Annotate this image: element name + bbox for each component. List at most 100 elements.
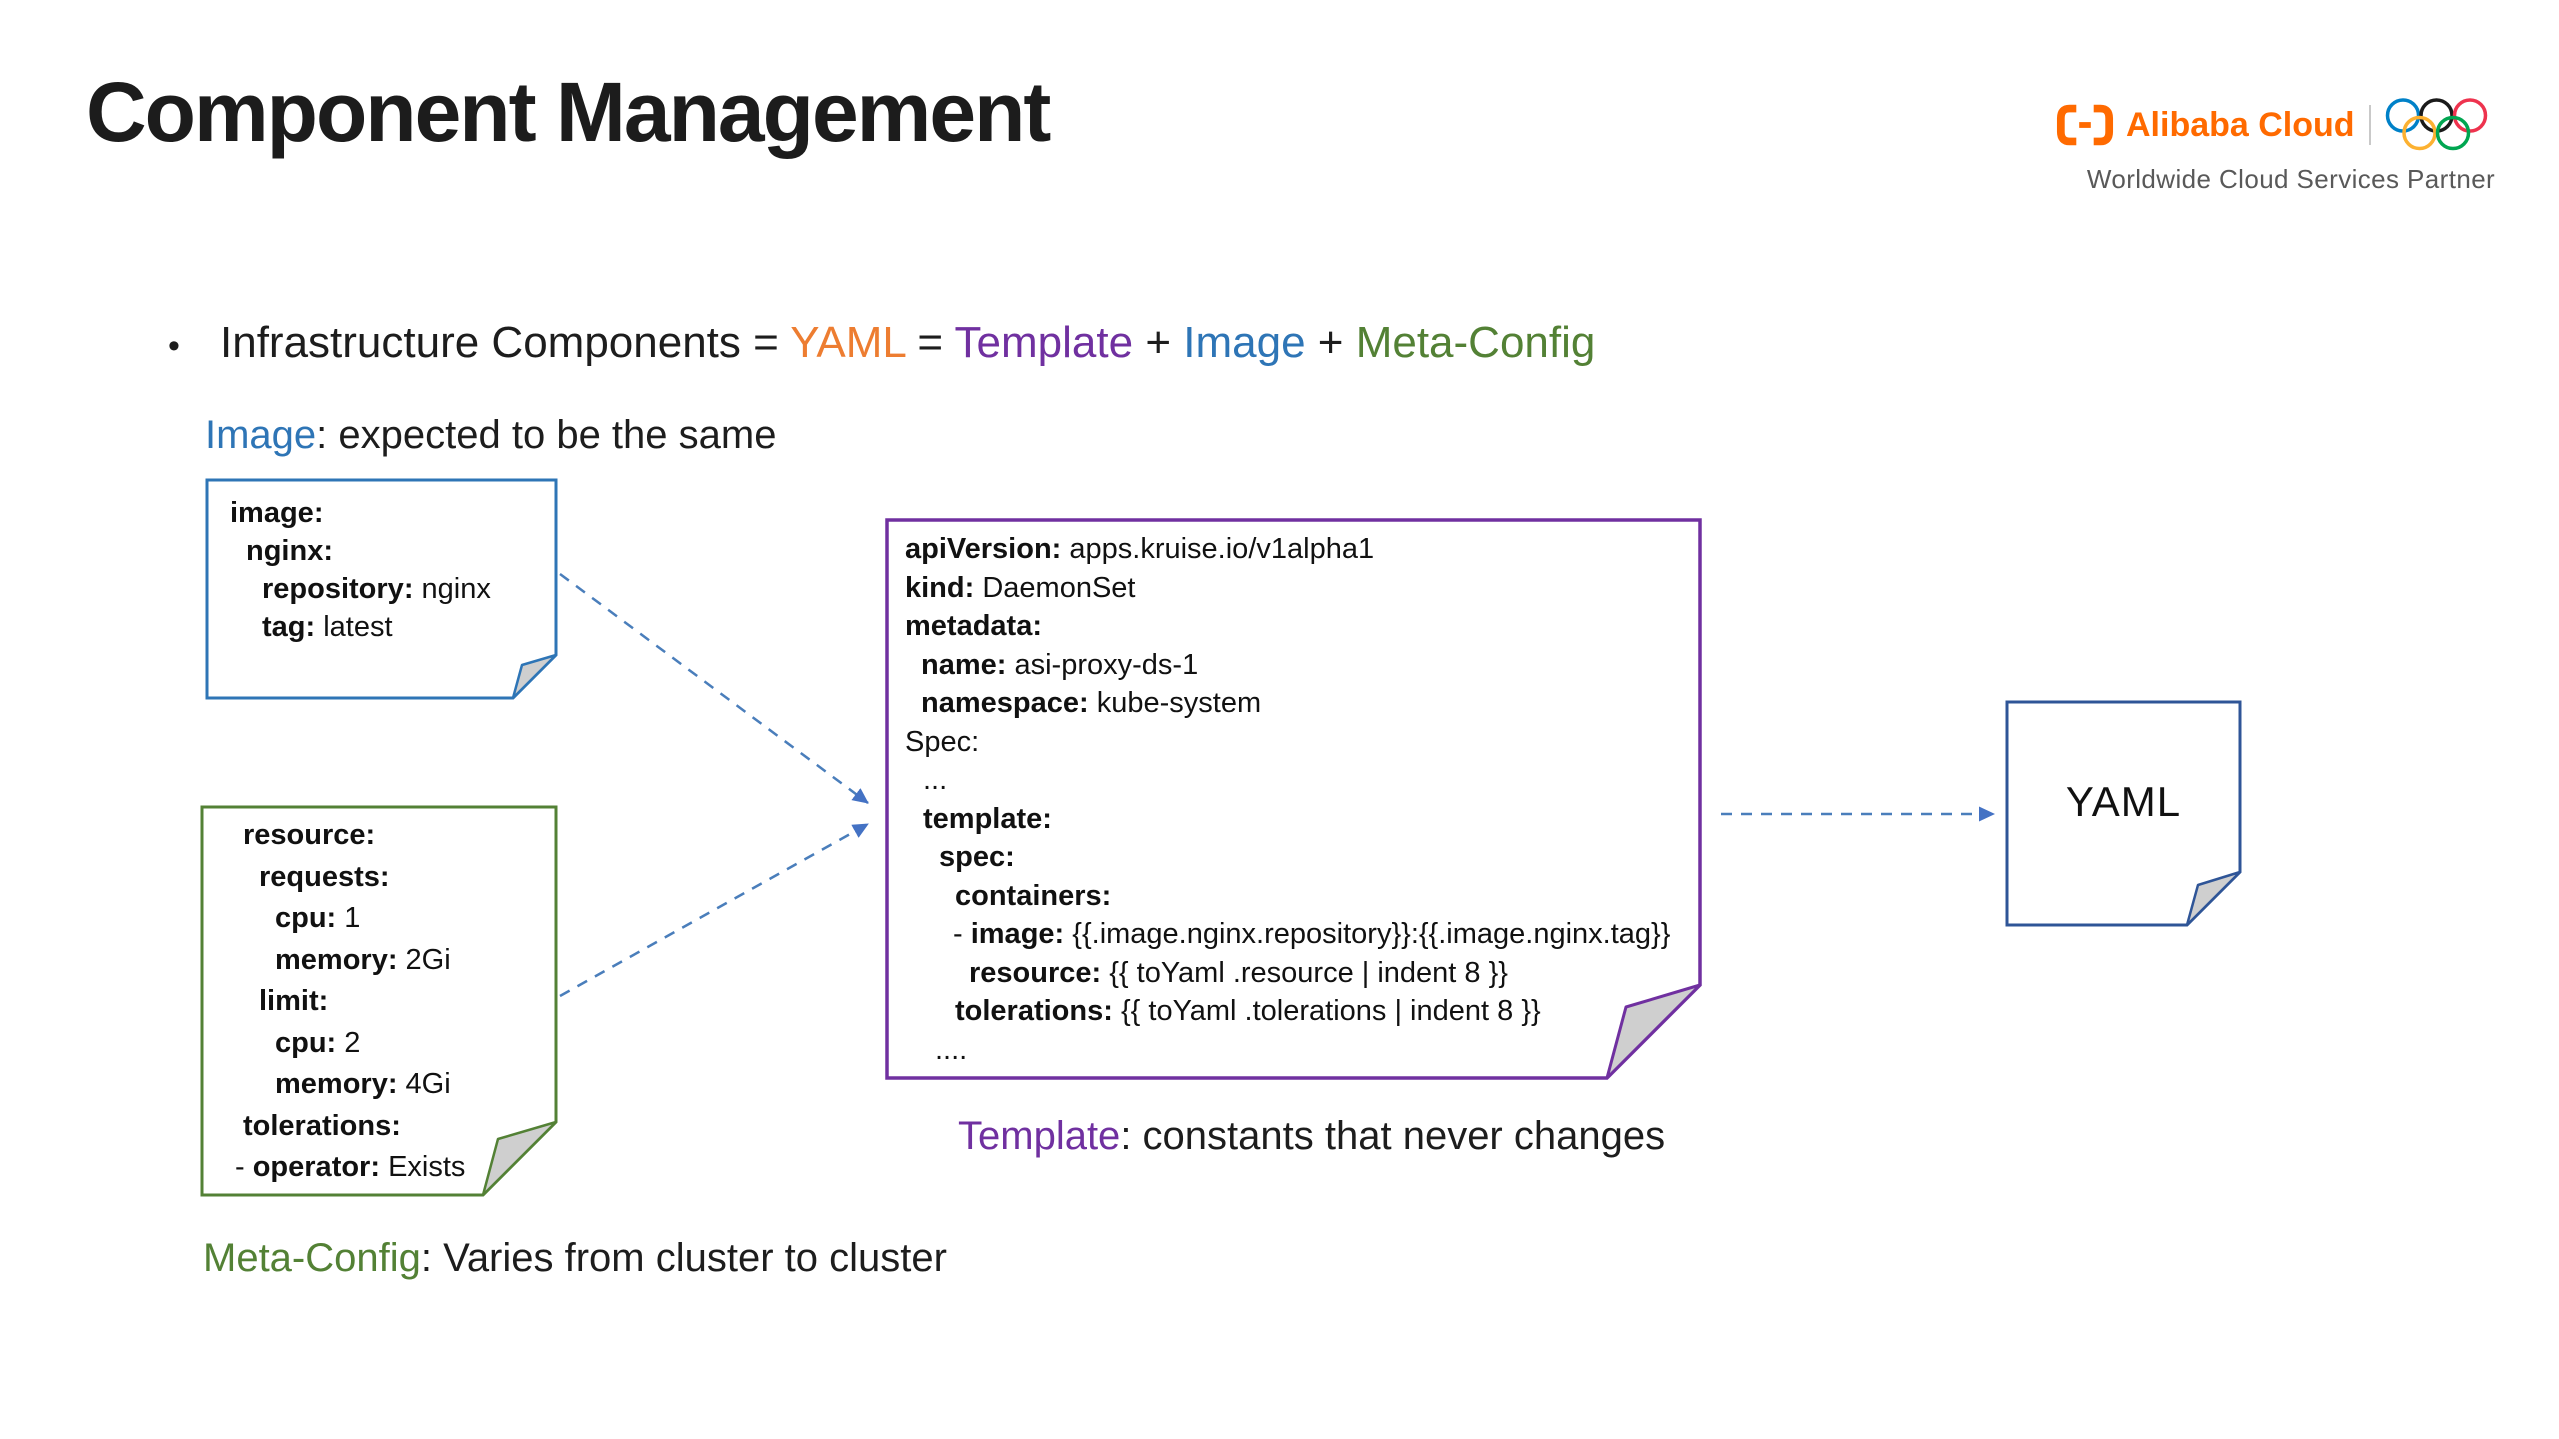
code-segment: resource: bbox=[969, 956, 1102, 989]
folded-note-shape bbox=[200, 805, 558, 1197]
code-segment: namespace: bbox=[921, 687, 1089, 719]
alibaba-cloud-logo: Alibaba Cloud Worldwide Cloud Services P… bbox=[2056, 98, 2526, 195]
text-segment: = bbox=[905, 318, 955, 367]
text-segment: Image bbox=[1183, 318, 1306, 367]
code-segment: {{ toYaml .tolerations | indent 8 }} bbox=[1112, 995, 1541, 1027]
meta-config-caption-rest: : Varies from cluster to cluster bbox=[420, 1236, 947, 1280]
code-segment: 1 bbox=[336, 902, 361, 934]
code-segment: ... bbox=[923, 764, 948, 796]
code-segment: Exists bbox=[380, 1151, 466, 1183]
code-segment: cpu: bbox=[275, 902, 337, 934]
code-line: resource: bbox=[235, 815, 465, 857]
code-segment: kind: bbox=[905, 571, 975, 604]
code-segment: 4Gi bbox=[397, 1068, 451, 1100]
meta-config-caption: Meta-Config: Varies from cluster to clus… bbox=[203, 1236, 947, 1281]
image-caption: Image: expected to be the same bbox=[205, 413, 776, 458]
code-line: Spec: bbox=[905, 723, 1670, 762]
code-line: image: bbox=[230, 494, 491, 532]
folded-note-shape bbox=[885, 518, 1702, 1080]
code-segment: spec: bbox=[939, 841, 1015, 873]
code-line: namespace: kube-system bbox=[905, 684, 1670, 723]
code-line: memory: 4Gi bbox=[235, 1064, 465, 1106]
folded-note-shape bbox=[205, 478, 558, 700]
text-segment: + bbox=[1305, 318, 1356, 367]
code-line: apiVersion: apps.kruise.io/v1alpha1 bbox=[905, 530, 1670, 569]
code-segment: metadata: bbox=[905, 610, 1042, 642]
code-segment: 2Gi bbox=[397, 943, 451, 976]
code-segment: - bbox=[953, 918, 971, 950]
bullet-text: Infrastructure Components = YAML = Templ… bbox=[220, 318, 1595, 368]
code-segment: tolerations: bbox=[243, 1109, 401, 1142]
code-line: .... bbox=[905, 1031, 1670, 1070]
template-caption-rest: : constants that never changes bbox=[1120, 1114, 1666, 1158]
image-caption-rest: : expected to be the same bbox=[316, 413, 777, 457]
code-segment: resource: bbox=[243, 819, 376, 851]
code-segment: cpu: bbox=[275, 1026, 337, 1059]
code-segment: apiVersion: bbox=[905, 533, 1062, 565]
code-segment: limit: bbox=[259, 985, 329, 1017]
code-segment: {{.image.nginx.repository}}:{{.image.ngi… bbox=[1064, 918, 1671, 950]
code-segment: requests: bbox=[259, 860, 390, 893]
code-line: limit: bbox=[235, 981, 465, 1023]
page-title: Component Management bbox=[86, 65, 1051, 159]
code-segment: Spec: bbox=[905, 725, 980, 758]
template-caption-label: Template bbox=[958, 1114, 1121, 1158]
code-line: nginx: bbox=[230, 532, 491, 570]
logo-row: Alibaba Cloud bbox=[2056, 98, 2526, 152]
code-segment: asi-proxy-ds-1 bbox=[1006, 648, 1199, 681]
code-line: name: asi-proxy-ds-1 bbox=[905, 646, 1670, 685]
code-segment: nginx: bbox=[246, 535, 333, 567]
bullet-marker: • bbox=[168, 327, 180, 365]
code-line: spec: bbox=[905, 838, 1670, 877]
code-line: tolerations: {{ toYaml .tolerations | in… bbox=[905, 992, 1670, 1031]
code-line: metadata: bbox=[905, 607, 1670, 646]
code-segment: - bbox=[235, 1151, 253, 1183]
code-segment: image: bbox=[230, 497, 324, 529]
code-segment: .... bbox=[935, 1033, 968, 1066]
alibaba-cloud-wordmark: Alibaba Cloud bbox=[2126, 105, 2355, 144]
text-segment: + bbox=[1133, 318, 1184, 367]
code-line: containers: bbox=[905, 877, 1670, 916]
text-segment: Template bbox=[954, 318, 1134, 367]
code-segment: kube-system bbox=[1088, 687, 1262, 719]
code-line: tag: latest bbox=[230, 608, 491, 646]
code-segment: tag: bbox=[262, 611, 316, 643]
olympic-rings-icon bbox=[2385, 98, 2487, 151]
text-segment: Meta-Config bbox=[1355, 318, 1596, 367]
code-line: - operator: Exists bbox=[235, 1147, 465, 1189]
code-line: - image: {{.image.nginx.repository}}:{{.… bbox=[905, 915, 1670, 954]
meta-config-caption-label: Meta-Config bbox=[203, 1236, 421, 1280]
text-segment: Infrastructure Components = bbox=[220, 318, 791, 367]
code-line: cpu: 1 bbox=[235, 898, 465, 940]
code-segment: repository: bbox=[262, 573, 414, 605]
bullet-line: • Infrastructure Components = YAML = Tem… bbox=[168, 318, 1595, 374]
code-segment: memory: bbox=[275, 943, 398, 976]
logo-tagline: Worldwide Cloud Services Partner bbox=[2086, 164, 2496, 194]
arrow-image-to-template bbox=[559, 572, 869, 805]
code-line: memory: 2Gi bbox=[235, 940, 465, 982]
code-segment: {{ toYaml .resource | indent 8 }} bbox=[1101, 956, 1508, 989]
arrow-meta-to-template bbox=[559, 822, 869, 998]
image-caption-label: Image bbox=[205, 413, 317, 457]
code-segment: 2 bbox=[336, 1026, 361, 1059]
code-segment: memory: bbox=[275, 1068, 398, 1100]
code-segment: name: bbox=[921, 648, 1007, 681]
code-line: ... bbox=[905, 761, 1670, 800]
code-segment: apps.kruise.io/v1alpha1 bbox=[1061, 533, 1375, 565]
code-line: cpu: 2 bbox=[235, 1023, 465, 1065]
yaml-label: YAML bbox=[2065, 778, 2182, 825]
template-caption: Template: constants that never changes bbox=[958, 1114, 1665, 1159]
code-segment: nginx bbox=[413, 573, 491, 605]
text-segment: YAML bbox=[790, 318, 906, 367]
code-line: repository: nginx bbox=[230, 570, 491, 608]
code-segment: operator: bbox=[252, 1151, 381, 1183]
code-line: kind: DaemonSet bbox=[905, 569, 1670, 608]
code-segment: tolerations: bbox=[955, 995, 1113, 1027]
